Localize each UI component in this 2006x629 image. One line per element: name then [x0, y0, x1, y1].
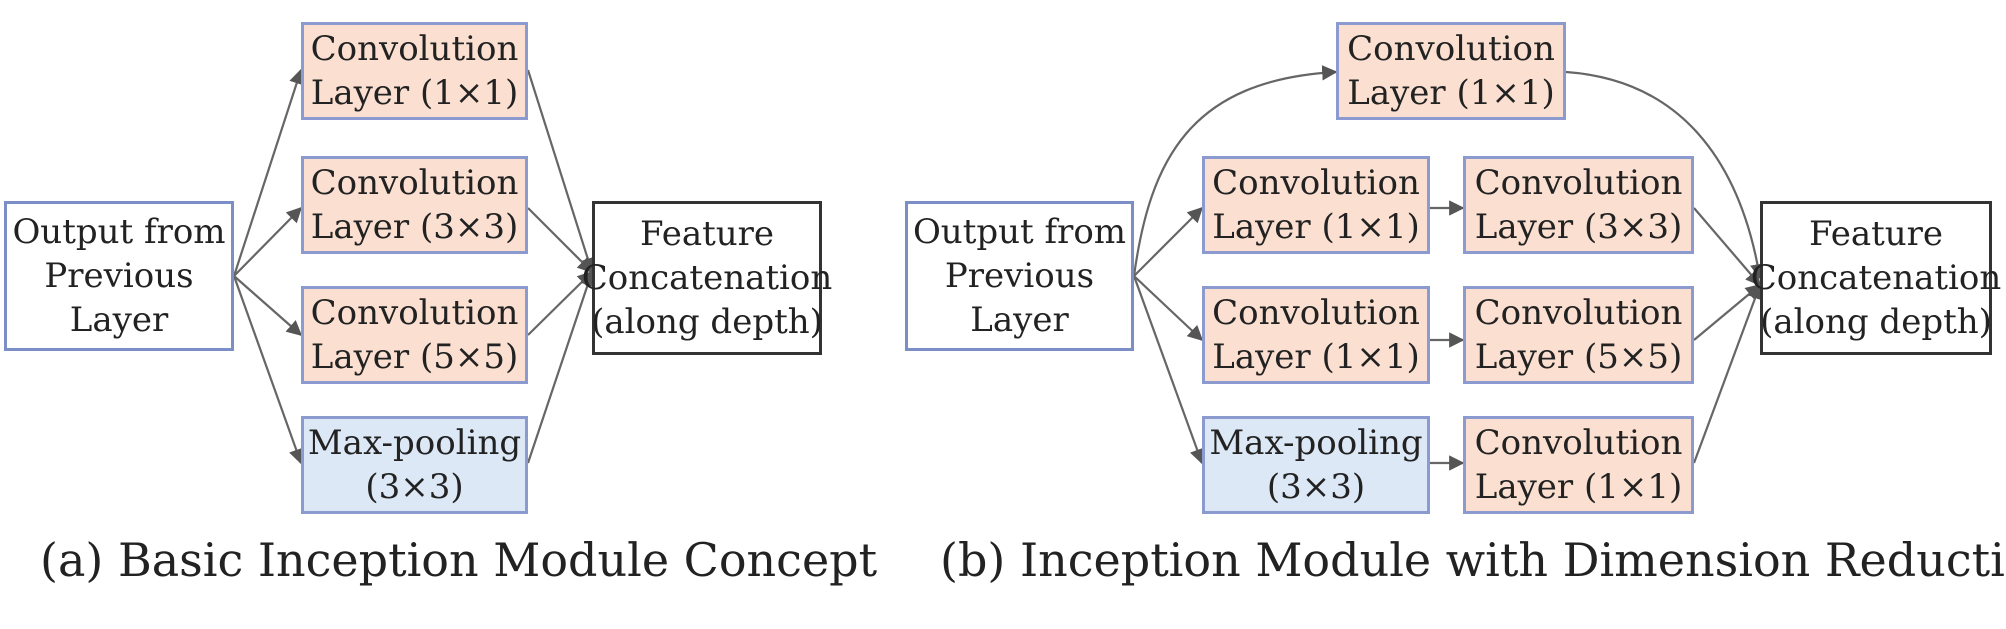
edge-a-conv3x3-to-concat [527, 207, 594, 274]
a-conv-3x3-node: Convolution Layer (3×3) [301, 156, 528, 254]
edge-a-pool-to-concat [526, 270, 595, 464]
a-conv-1x1-label: Convolution Layer (1×1) [310, 29, 519, 113]
a-caption: (a) Basic Inception Module Concept [40, 533, 878, 587]
edge-a-input-to-conv5x5 [233, 275, 303, 337]
b-conv-5x5-label: Convolution Layer (5×5) [1474, 293, 1683, 377]
b-reduce-1x1-a-label: Convolution Layer (1×1) [1212, 163, 1420, 247]
b-concat-node: Feature Concatenation (along depth) [1751, 201, 2001, 355]
a-input-node: Output from Previous Layer [4, 201, 234, 351]
edge-a-input-to-conv1x1 [232, 68, 305, 277]
a-conv-5x5-label: Convolution Layer (5×5) [310, 293, 519, 377]
a-conv-1x1-node: Convolution Layer (1×1) [301, 22, 528, 120]
edge-b-pool-proj-to-concat [1692, 283, 1763, 464]
edge-b-input-to-reduce-b [1133, 275, 1204, 342]
a-conv-5x5-node: Convolution Layer (5×5) [301, 286, 528, 384]
a-maxpool-label: Max-pooling (3×3) [307, 423, 522, 507]
b-conv-1x1-top-label: Convolution Layer (1×1) [1347, 29, 1555, 113]
edge-a-input-to-conv3x3 [233, 206, 303, 277]
edge-b-input-to-reduce-a [1133, 206, 1204, 277]
b-maxpool-node: Max-pooling (3×3) [1202, 416, 1430, 514]
edge-b-input-to-pool [1132, 275, 1205, 465]
b-caption: (b) Inception Module with Dimension Redu… [940, 533, 2006, 587]
a-concat-label: Feature Concatenation (along depth) [581, 214, 833, 342]
b-pool-proj-1x1-node: Convolution Layer (1×1) [1463, 416, 1694, 514]
b-conv-3x3-node: Convolution Layer (3×3) [1463, 156, 1694, 254]
b-maxpool-label: Max-pooling (3×3) [1209, 423, 1423, 507]
b-conv-1x1-top-node: Convolution Layer (1×1) [1336, 22, 1566, 120]
edge-a-input-to-pool [232, 275, 304, 465]
b-input-label: Output from Previous Layer [912, 212, 1127, 340]
edge-b-conv3x3-to-concat [1693, 207, 1762, 287]
edge-b-conv1x1-top-to-concat [1565, 70, 1766, 280]
a-maxpool-node: Max-pooling (3×3) [301, 416, 528, 514]
b-pool-proj-1x1-label: Convolution Layer (1×1) [1474, 423, 1683, 507]
a-input-label: Output from Previous Layer [12, 212, 226, 340]
a-concat-node: Feature Concatenation (along depth) [582, 201, 832, 355]
b-concat-label: Feature Concatenation (along depth) [1750, 214, 2002, 342]
b-conv-3x3-label: Convolution Layer (3×3) [1474, 163, 1683, 247]
a-conv-3x3-label: Convolution Layer (3×3) [310, 163, 519, 247]
edge-a-conv1x1-to-concat [526, 69, 596, 274]
b-reduce-1x1-b-node: Convolution Layer (1×1) [1202, 286, 1430, 384]
b-conv-5x5-node: Convolution Layer (5×5) [1463, 286, 1694, 384]
b-reduce-1x1-b-label: Convolution Layer (1×1) [1212, 293, 1420, 377]
b-reduce-1x1-a-node: Convolution Layer (1×1) [1202, 156, 1430, 254]
edge-b-input-to-conv1x1-top [1132, 65, 1338, 277]
b-input-node: Output from Previous Layer [905, 201, 1134, 351]
